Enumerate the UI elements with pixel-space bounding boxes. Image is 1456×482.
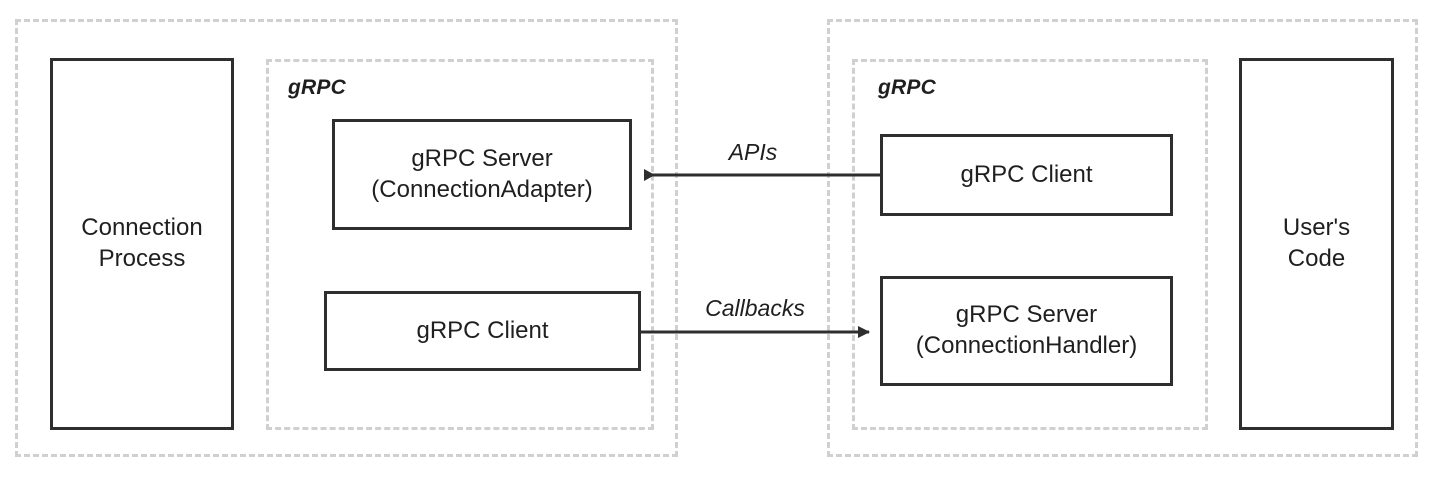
grpc-server-connection-adapter-box[interactable]: gRPC Server (ConnectionAdapter) (332, 119, 632, 230)
callbacks-edge-label: Callbacks (705, 295, 805, 321)
left-grpc-group (266, 59, 654, 430)
left-outer-group (15, 19, 678, 457)
grpc-client-left-box[interactable]: gRPC Client (324, 291, 641, 371)
apis-edge-label: APIs (728, 139, 778, 165)
grpc-server-connection-handler-label: gRPC Server (ConnectionHandler) (915, 301, 1138, 359)
left-grpc-group-label: gRPC (288, 76, 346, 99)
users-code-box[interactable]: User's Code (1239, 58, 1394, 430)
connection-process-box[interactable]: Connection Process (50, 58, 234, 430)
users-code-label: User's Code (1282, 214, 1351, 272)
connection-process-label: Connection Process (81, 214, 203, 272)
right-outer-group (827, 19, 1418, 457)
grpc-server-connection-handler-box[interactable]: gRPC Server (ConnectionHandler) (880, 276, 1173, 386)
grpc-client-right-box[interactable]: gRPC Client (880, 134, 1173, 216)
right-grpc-group (852, 59, 1208, 430)
grpc-client-right-label: gRPC Client (960, 160, 1093, 188)
grpc-server-connection-adapter-label: gRPC Server (ConnectionAdapter) (371, 144, 593, 203)
right-grpc-group-label: gRPC (878, 76, 936, 99)
grpc-client-left-label: gRPC Client (416, 316, 549, 344)
